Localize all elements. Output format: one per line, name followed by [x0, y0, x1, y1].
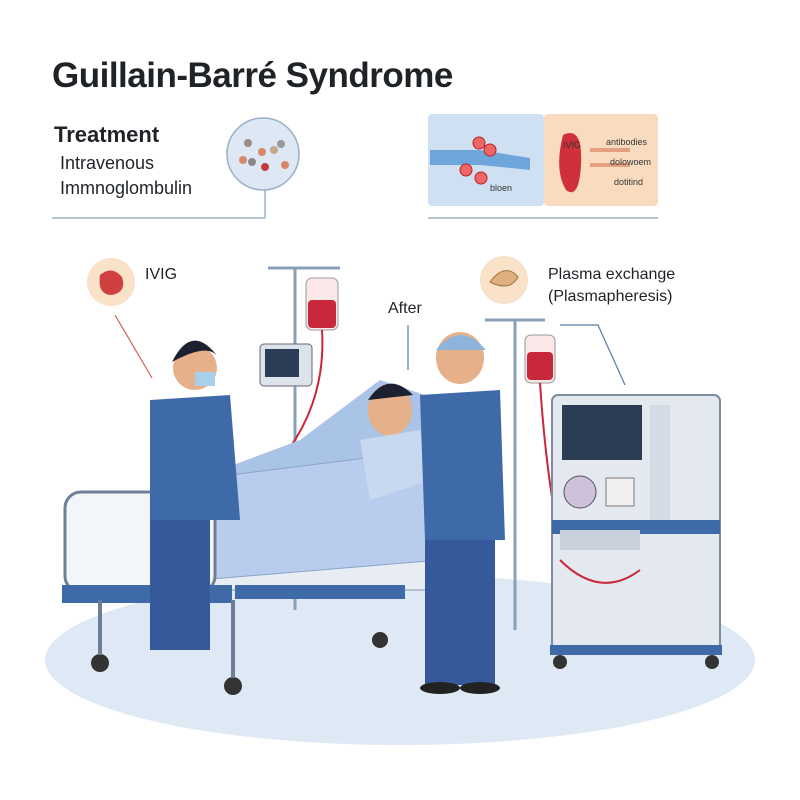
inset-label-2: dolowoem: [610, 157, 652, 167]
ivig-icon: [87, 258, 153, 379]
treatment-line-1: Intravenous: [60, 153, 155, 173]
antibody-circle-icon: [226, 117, 300, 191]
inset-label-bloen: bloen: [490, 183, 513, 193]
plasmapheresis-machine: [550, 394, 722, 669]
treatment-line-2: Immnoglombulin: [60, 178, 193, 198]
patient: [360, 383, 430, 500]
ivig-mechanism-inset: [428, 114, 658, 206]
doctor: [420, 332, 505, 694]
inset-label-ivig: IVIG: [563, 140, 582, 150]
page-title: Guillain-Barré Syndrome: [52, 56, 453, 95]
inset-label-antibodies: antibodies: [606, 137, 648, 147]
after-callout: After: [388, 300, 422, 317]
ivig-callout: IVIG: [145, 266, 178, 283]
plasma-icon: [480, 256, 626, 386]
treatment-heading: Treatment: [54, 122, 160, 147]
plasma-callout-line1: Plasma exchange: [548, 266, 676, 283]
nurse: [150, 340, 240, 650]
hospital-bed: [62, 380, 471, 695]
inset-label-3: dotitind: [614, 177, 644, 187]
plasma-callout-line2: (Plasmapheresis): [548, 288, 673, 305]
